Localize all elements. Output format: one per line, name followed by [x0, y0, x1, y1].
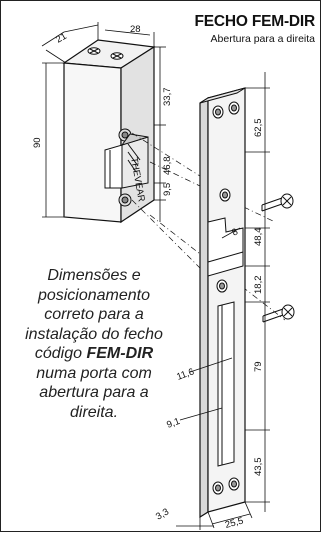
lock-dimension-lines [41, 22, 166, 222]
dim-plate-slot: 79 [253, 361, 264, 372]
dim-lock-top: 33,7 [162, 88, 173, 107]
dim-plate-mid: 18,2 [253, 276, 264, 295]
dim-lock-middle: 46,8 [162, 157, 173, 176]
dim-plate-width: 25,5 [224, 515, 245, 530]
screw-head-icon [87, 47, 124, 60]
diagram-title: FECHO FEM-DIR [194, 13, 315, 30]
dim-plate-notch: 8 [230, 226, 240, 238]
plate-dimension-lines [176, 72, 270, 530]
description-code: FEM-DIR [86, 345, 154, 362]
dim-lock-width: 28 [130, 24, 141, 35]
dim-lock-bottom: 9,5 [162, 183, 173, 196]
dim-plate-cut: 48,4 [253, 228, 264, 247]
dim-slot-width-lower: 9,1 [165, 416, 181, 431]
dim-plate-bottom: 43,5 [253, 458, 264, 477]
description-text: Dimensões e posicionamento correto para … [14, 266, 174, 422]
description-part-2: numa porta com abertura para a direita. [36, 364, 152, 421]
latch-mechanism [104, 133, 149, 189]
dim-lock-height: 90 [32, 137, 43, 148]
dim-slot-width-upper: 11,6 [175, 366, 195, 382]
description-part-1: Dimensões e posicionamento correto para … [25, 267, 163, 362]
diagram-subtitle: Abertura para a direita [210, 33, 315, 45]
dim-lock-depth: 21 [54, 31, 69, 46]
screw-icon [261, 193, 295, 323]
lock-body [62, 39, 156, 224]
strike-plate [199, 87, 246, 519]
dim-plate-top: 62,5 [253, 119, 264, 138]
dim-plate-thickness: 3,3 [154, 506, 171, 522]
plate-hole-icon [212, 101, 240, 495]
